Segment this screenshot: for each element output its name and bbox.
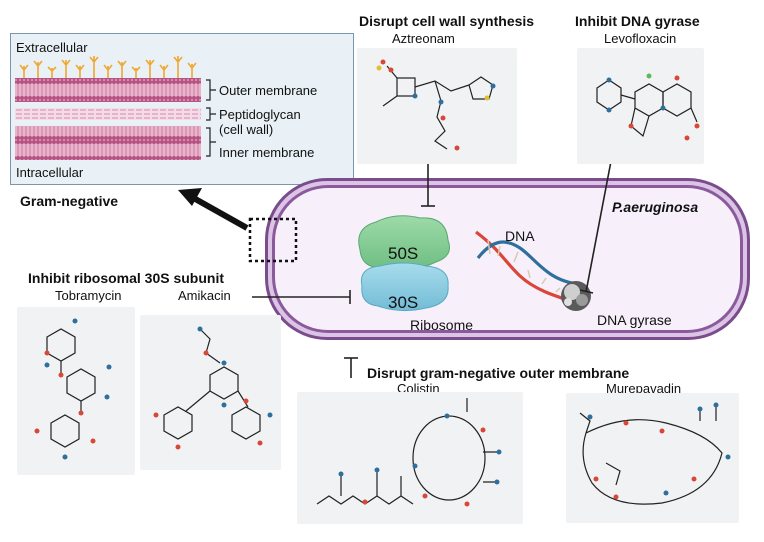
drug-aztreonam: Aztreonam <box>392 31 455 46</box>
outer-membrane-label: Outer membrane <box>219 83 318 98</box>
cell-wall-label: (cell wall) <box>219 122 274 137</box>
ribosome-30s <box>360 262 449 312</box>
levofloxacin-structure <box>577 48 704 164</box>
extracellular-label: Extracellular <box>16 40 88 55</box>
peptidoglycan-layer <box>15 108 201 120</box>
outer-membrane-heading: Disrupt gram-negative outer membrane <box>367 365 630 381</box>
intracellular-label: Intracellular <box>16 165 84 180</box>
amikacin-structure <box>140 315 281 470</box>
gram-negative-caption: Gram-negative <box>20 193 119 209</box>
inner-membrane-label: Inner membrane <box>219 145 315 160</box>
outer-membrane-bilayer <box>15 78 201 102</box>
zoom-region-box <box>248 217 298 263</box>
inhibition-lines <box>252 152 613 378</box>
inner-membrane-bilayer <box>15 126 201 160</box>
drug-amikacin: Amikacin <box>178 288 231 303</box>
aztreonam-structure <box>357 48 517 164</box>
ribosome-30s-label: 30S <box>388 293 419 312</box>
ribosome-50s-label: 50S <box>388 244 419 263</box>
drug-tobramycin: Tobramycin <box>55 288 122 303</box>
ribosome-heading: Inhibit ribosomal 30S subunit <box>28 270 225 286</box>
zoom-arrow <box>178 188 249 231</box>
dna-gyrase-label: DNA gyrase <box>597 312 672 328</box>
drug-levofloxacin: Levofloxacin <box>604 31 677 46</box>
tobramycin-structure <box>17 307 135 475</box>
ribosome-label: Ribosome <box>410 317 474 333</box>
species-label: P.aeruginosa <box>612 199 699 215</box>
murepavadin-structure <box>566 393 739 523</box>
dna-label: DNA <box>505 228 535 244</box>
membrane-brackets <box>206 79 216 157</box>
drug-murepavadin: Murepavadin <box>606 381 682 396</box>
dna-gyrase <box>561 281 591 311</box>
colistin-structure <box>297 392 523 524</box>
lps-layer <box>19 56 197 78</box>
gyrase-heading: Inhibit DNA gyrase <box>575 13 700 29</box>
peptidoglycan-label: Peptidoglycan <box>219 107 301 122</box>
dna-helix <box>475 230 581 306</box>
cell-wall-heading: Disrupt cell wall synthesis <box>359 13 535 29</box>
